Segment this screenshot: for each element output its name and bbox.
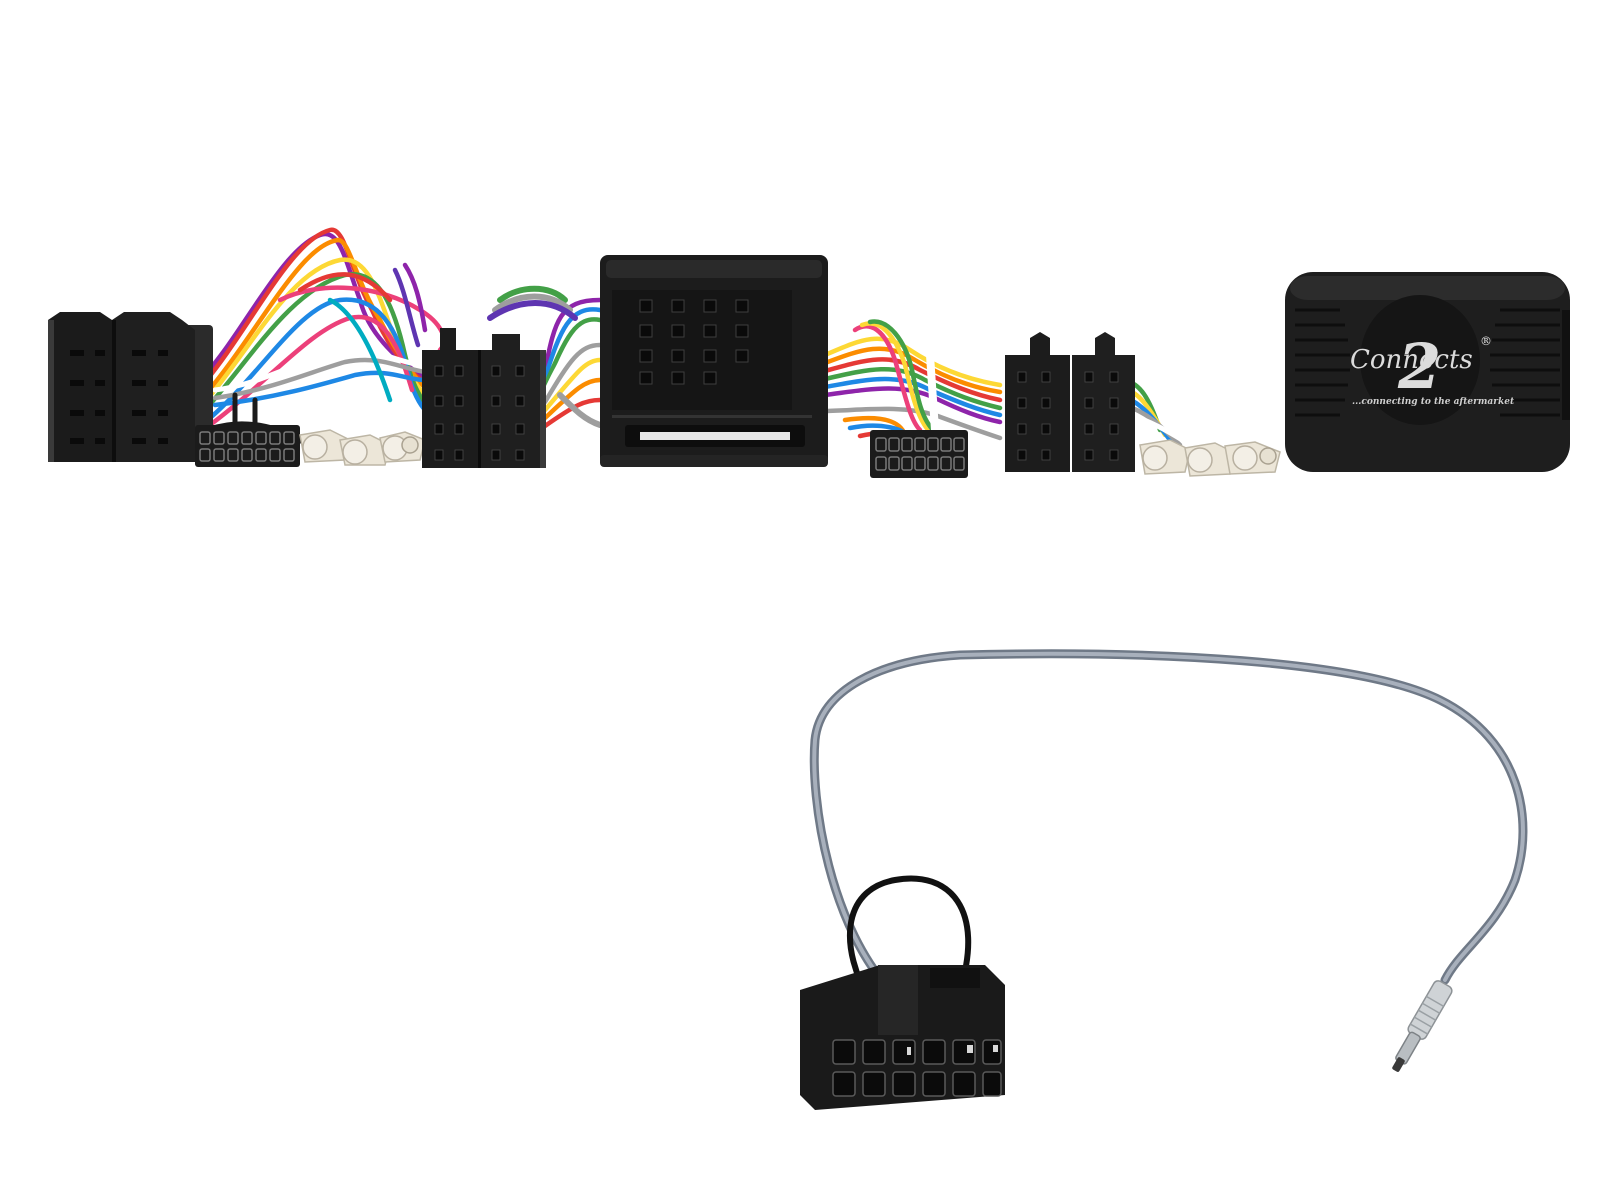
wire-loom xyxy=(197,227,1198,458)
iso-connector-left xyxy=(48,312,213,462)
brand-text: Connects xyxy=(1350,345,1473,375)
interface-module-icon: 2 Connects ® ...connecting to the afterm… xyxy=(1285,272,1570,472)
patch-lead-cable xyxy=(809,649,1528,1003)
aerial-plugs-right xyxy=(1139,439,1281,477)
iso-connector-right xyxy=(1005,332,1135,472)
16-pin-plug-left xyxy=(195,425,300,467)
cable-terminal xyxy=(1392,980,1453,1072)
iso-connector-center-left xyxy=(422,328,546,468)
registered-mark: ® xyxy=(1480,334,1492,348)
brand-digit: 2 xyxy=(1397,330,1441,403)
16-pin-plug-center xyxy=(870,430,968,478)
quadlock-connector xyxy=(600,255,828,467)
connects2-logo: 2 Connects ® ...connecting to the afterm… xyxy=(1350,330,1515,407)
module-tagline: ...connecting to the aftermarket xyxy=(1352,397,1515,407)
12-pin-connector xyxy=(800,965,1005,1110)
aerial-plugs-left xyxy=(299,429,426,466)
